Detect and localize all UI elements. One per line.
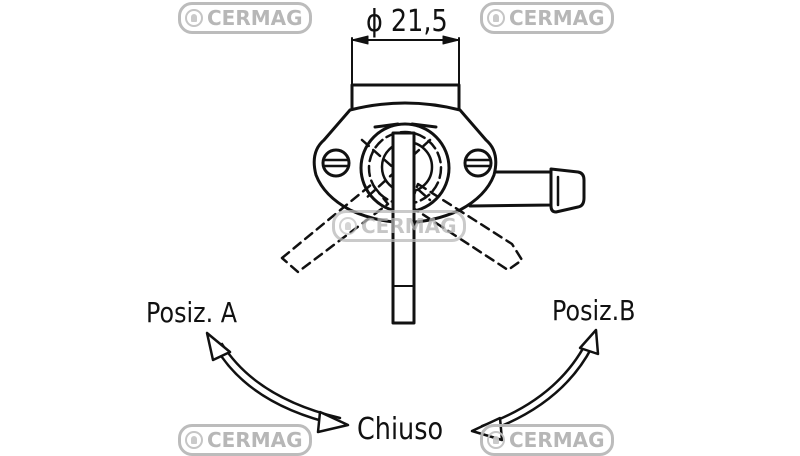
- cermag-watermark: CERMAG: [480, 424, 614, 456]
- cermag-logo-icon: [185, 431, 203, 449]
- cermag-watermark: CERMAG: [480, 2, 614, 34]
- position-a-label: Posiz. A: [146, 296, 237, 329]
- cermag-watermark: CERMAG: [332, 210, 466, 242]
- cermag-logo-icon: [339, 217, 357, 235]
- screw-right: [463, 148, 493, 178]
- lever: [391, 131, 416, 325]
- dimension-line: [351, 35, 460, 89]
- screw-left: [321, 148, 351, 178]
- position-b-label: Posiz.B: [552, 294, 636, 327]
- cermag-watermark: CERMAG: [178, 424, 312, 456]
- cermag-logo-icon: [487, 431, 505, 449]
- cermag-logo-icon: [185, 9, 203, 27]
- diameter-dimension-label: ϕ 21,5: [366, 4, 448, 39]
- cermag-watermark: CERMAG: [178, 2, 312, 34]
- closed-position-label: Chiuso: [357, 412, 444, 447]
- arrow-a-to-closed: [205, 331, 350, 434]
- cermag-logo-icon: [487, 9, 505, 27]
